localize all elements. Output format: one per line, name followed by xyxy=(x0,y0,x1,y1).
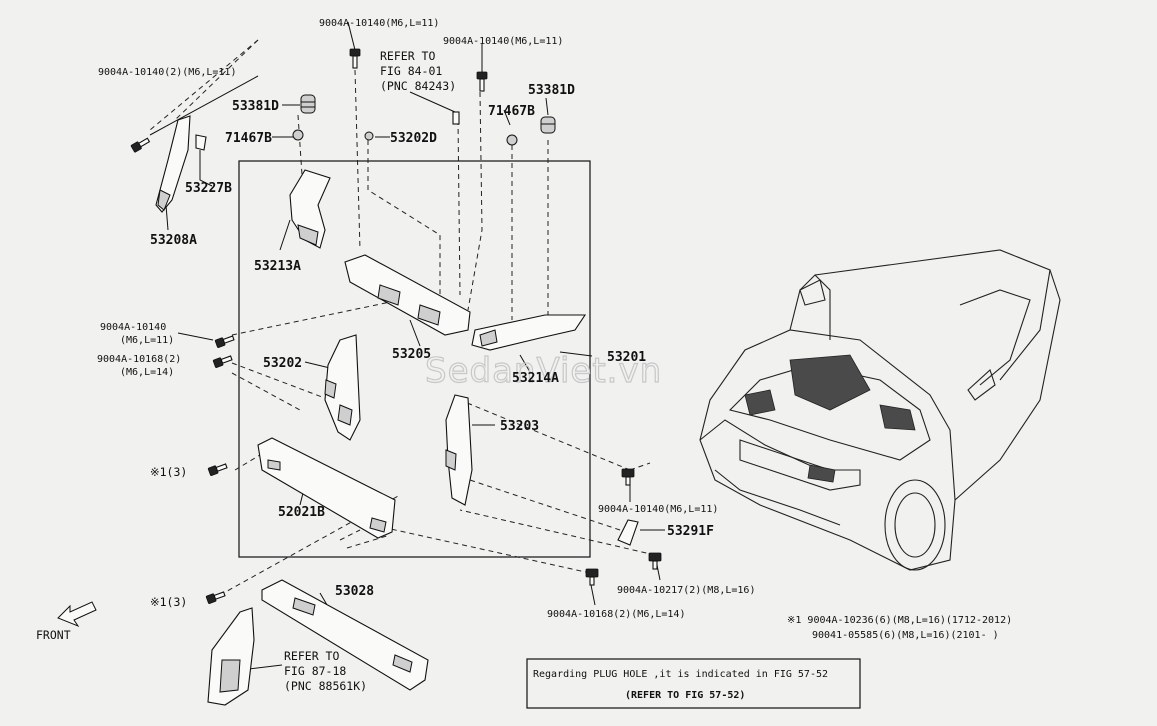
dashed-leaders xyxy=(149,39,656,596)
part-53208a-brace xyxy=(155,115,207,213)
watermark-text: SedanViet.vn xyxy=(425,351,662,391)
label-9004a-10217: 9004A-10217(2)(M8,L=16) xyxy=(617,585,755,596)
label-53028: 53028 xyxy=(335,584,374,599)
bolt-icon xyxy=(207,463,228,476)
label-53203: 53203 xyxy=(500,419,539,434)
label-9004a-10140-top-center: 9004A-10140(M6,L=11) xyxy=(319,18,439,29)
part-53214a-side-brace xyxy=(471,314,587,351)
label-53381d-left: 53381D xyxy=(232,99,279,114)
assembly-frame xyxy=(238,160,591,558)
label-53202d: 53202D xyxy=(390,131,437,146)
label-9004a-10140-left-1: 9004A-10140 xyxy=(100,322,166,333)
label-refer-84-line2: FIG 84-01 xyxy=(380,64,442,78)
part-53202-left-support xyxy=(324,334,361,441)
note-line2: (REFER TO FIG 57-52) xyxy=(625,690,745,701)
label-53227b: 53227B xyxy=(185,181,232,196)
label-refer-87-line2: FIG 87-18 xyxy=(284,664,346,678)
label-9004a-10168-left-1: 9004A-10168(2) xyxy=(97,354,181,365)
label-9004a-10140-2-top: 9004A-10140(2)(M6,L=11) xyxy=(98,67,236,78)
bolt-icon xyxy=(476,71,488,92)
bolt-icon xyxy=(130,137,151,153)
bumper-stop-icon xyxy=(300,94,316,114)
footnote-line2: 90041-05585(6)(M8,L=16)(2101- ) xyxy=(812,630,999,641)
cushion-icon xyxy=(292,129,518,146)
part-53203-right-support xyxy=(445,394,473,506)
label-71467b-left: 71467B xyxy=(225,131,272,146)
label-refer-87-line1: REFER TO xyxy=(284,649,339,663)
part-labels: 9004A-10140(2)(M6,L=11) 9004A-10140(M6,L… xyxy=(36,18,1012,693)
footnote-line1: ※1 9004A-10236(6)(M8,L=16)(1712-2012) xyxy=(787,615,1012,626)
fasteners xyxy=(130,48,662,604)
label-refer-87-line3: (PNC 88561K) xyxy=(284,679,367,693)
label-front: FRONT xyxy=(36,628,71,642)
label-9004a-10168-left-2: (M6,L=14) xyxy=(120,367,174,378)
label-star1-3-lower: ※1(3) xyxy=(150,595,187,609)
bolt-icon xyxy=(349,48,361,69)
label-star1-3-upper: ※1(3) xyxy=(150,465,187,479)
label-53214a: 53214A xyxy=(512,371,559,386)
bolt-icon xyxy=(214,335,235,348)
bolt-icon xyxy=(585,568,599,586)
label-9004a-10168-bottom: 9004A-10168(2)(M6,L=14) xyxy=(547,609,685,620)
label-53208a: 53208A xyxy=(150,233,197,248)
bolt-icon xyxy=(205,591,226,604)
part-52021b-lower-support xyxy=(257,437,396,539)
label-9004a-10140-top-right: 9004A-10140(M6,L=11) xyxy=(443,36,563,47)
note-line1: Regarding PLUG HOLE ,it is indicated in … xyxy=(533,669,828,680)
label-53213a: 53213A xyxy=(254,259,301,274)
label-53381d-right: 53381D xyxy=(528,83,575,98)
plug-hole-note: Regarding PLUG HOLE ,it is indicated in … xyxy=(526,658,861,709)
note-box xyxy=(526,658,861,709)
label-53202: 53202 xyxy=(263,356,302,371)
bumper-stop-icon xyxy=(540,116,556,134)
label-9004a-10140-left-2: (M6,L=11) xyxy=(120,335,174,346)
bolt-icon xyxy=(212,355,233,368)
label-52021b: 52021B xyxy=(278,505,325,520)
part-53205-upper-support xyxy=(344,254,471,336)
label-9004a-10140-right: 9004A-10140(M6,L=11) xyxy=(598,504,718,515)
bolt-icon xyxy=(648,552,662,570)
label-71467b-right: 71467B xyxy=(488,104,535,119)
label-53201: 53201 xyxy=(607,350,646,365)
clip-icon xyxy=(452,111,460,125)
part-88561k-side-cover xyxy=(207,607,255,706)
bolt-icon xyxy=(621,468,635,486)
part-53028-lower-panel xyxy=(261,579,429,691)
label-53291f: 53291F xyxy=(667,524,714,539)
part-53291f-bracket xyxy=(617,519,639,546)
front-arrow-icon xyxy=(57,601,97,628)
label-refer-84-line3: (PNC 84243) xyxy=(380,79,456,93)
part-53213a-bracket xyxy=(289,169,331,249)
label-refer-84-line1: REFER TO xyxy=(380,49,435,63)
label-53205: 53205 xyxy=(392,347,431,362)
vehicle-illustration xyxy=(699,249,1061,571)
